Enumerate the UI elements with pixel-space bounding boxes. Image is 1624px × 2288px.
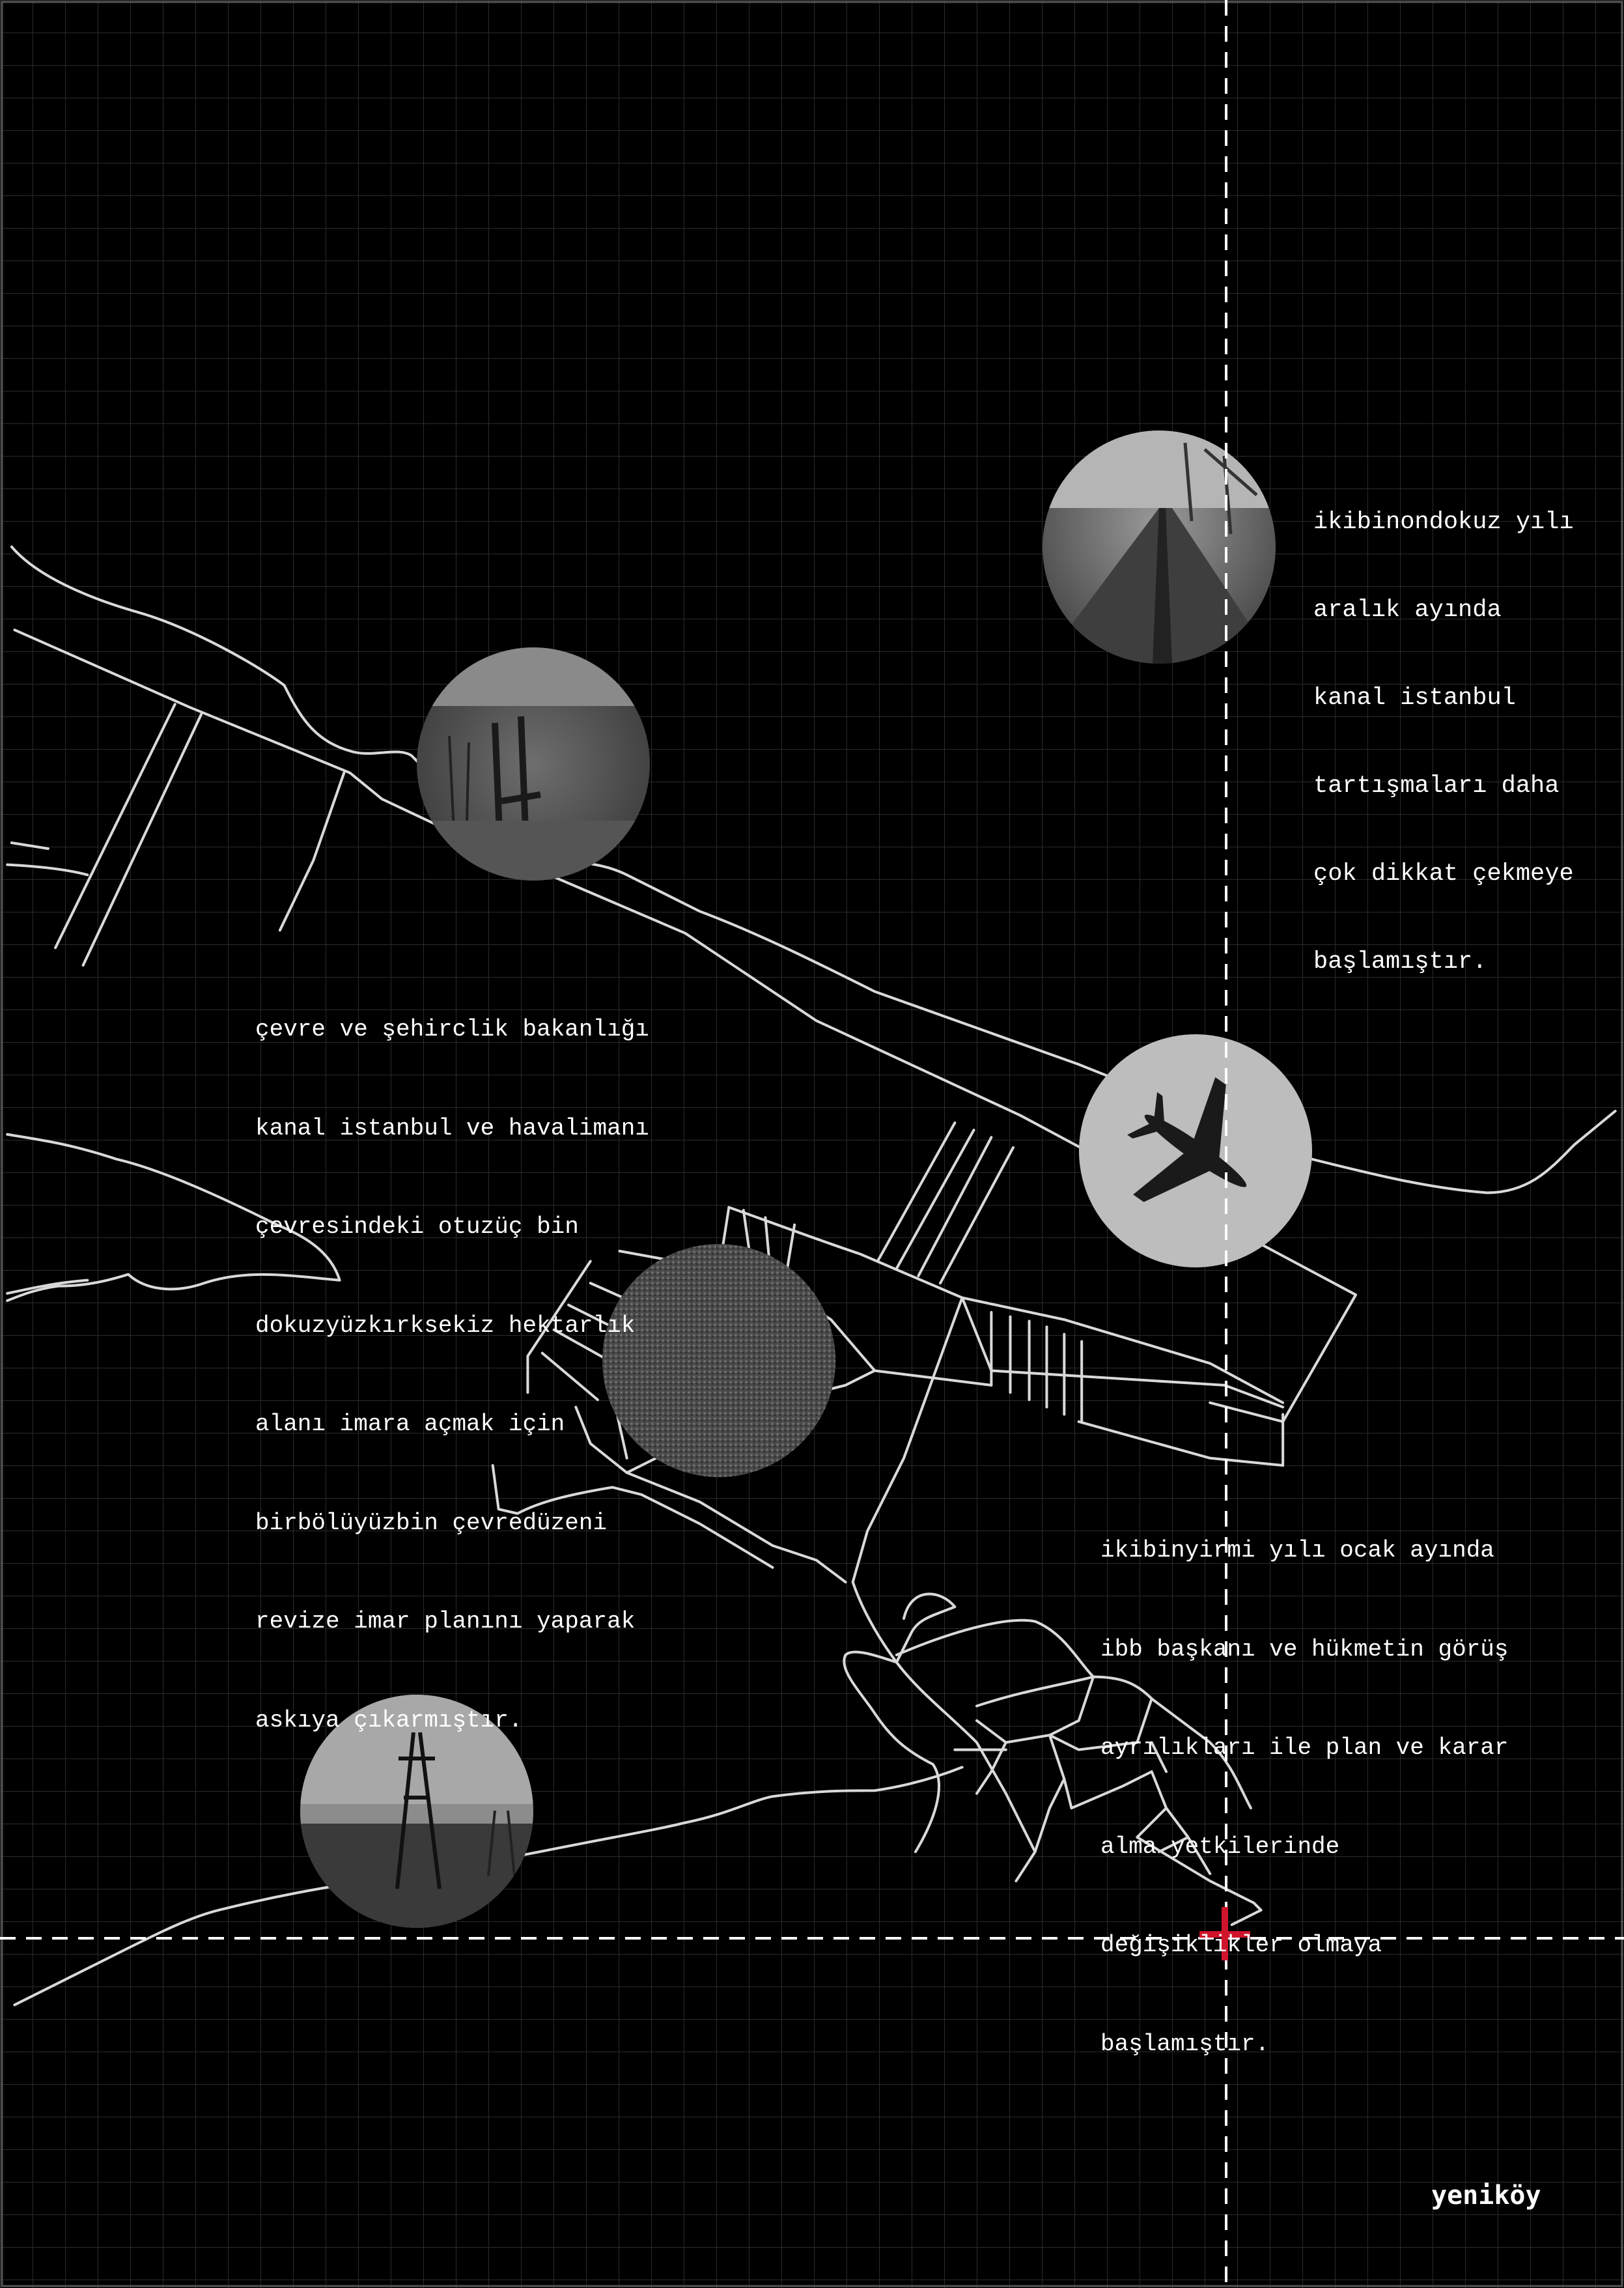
text-line: ayrılıkları ile plan ve karar: [1100, 1734, 1509, 1761]
text-line: tartışmaları daha: [1313, 772, 1560, 800]
text-line: alanı imara açmak için: [255, 1411, 565, 1437]
photo-airplane-circle: [1079, 1034, 1312, 1267]
location-marker-icon: [1199, 1907, 1250, 1960]
text-line: çok dikkat çekmeye: [1313, 860, 1574, 888]
text-line: ibb başkanı ve hükmetin görüş: [1100, 1635, 1509, 1663]
airplane-icon: [1127, 1077, 1247, 1202]
text-line: alma yetkilerinde: [1100, 1833, 1340, 1860]
photo-gravel-circle: [602, 1244, 835, 1477]
text-line: çevresindeki otuzüç bin: [255, 1213, 579, 1240]
text-line: askıya çıkarmıştır.: [255, 1706, 523, 1734]
text-line: çevre ve şehirclik bakanlığı: [255, 1016, 649, 1043]
place-label: yeniköy: [1431, 2181, 1541, 2210]
text-line: başlamıştır.: [1313, 948, 1487, 976]
text-line: birbölüyüzbin çevredüzeni: [255, 1509, 608, 1536]
text-line: kanal istanbul ve havalimanı: [255, 1114, 649, 1142]
photo-road-circle: [1043, 431, 1276, 664]
annotation-jan-2020: ikibinyirmi yılı ocak ayında ibb başkanı…: [1100, 1469, 1509, 2094]
text-line: aralık ayında: [1313, 597, 1502, 624]
shoreline: [6, 1133, 341, 1303]
annotation-ministry-plan: çevre ve şehirclik bakanlığı kanal istan…: [255, 948, 649, 1770]
text-line: dokuzyüzkırksekiz hektarlık: [255, 1312, 636, 1339]
text-line: revize imar planını yaparak: [255, 1608, 636, 1635]
text-line: kanal istanbul: [1313, 685, 1516, 712]
road-north: [10, 545, 468, 811]
text-line: ikibinondokuz yılı: [1313, 509, 1574, 536]
photo-power-pylon-circle: [300, 1695, 533, 1928]
text-line: başlamıştır.: [1100, 2030, 1270, 2057]
text-line: değişiklikler olmaya: [1100, 1932, 1382, 1958]
annotation-dec-2019: ikibinondokuz yılı aralık ayında kanal i…: [1313, 449, 1574, 1006]
text-line: ikibinyirmi yılı ocak ayında: [1100, 1537, 1494, 1564]
